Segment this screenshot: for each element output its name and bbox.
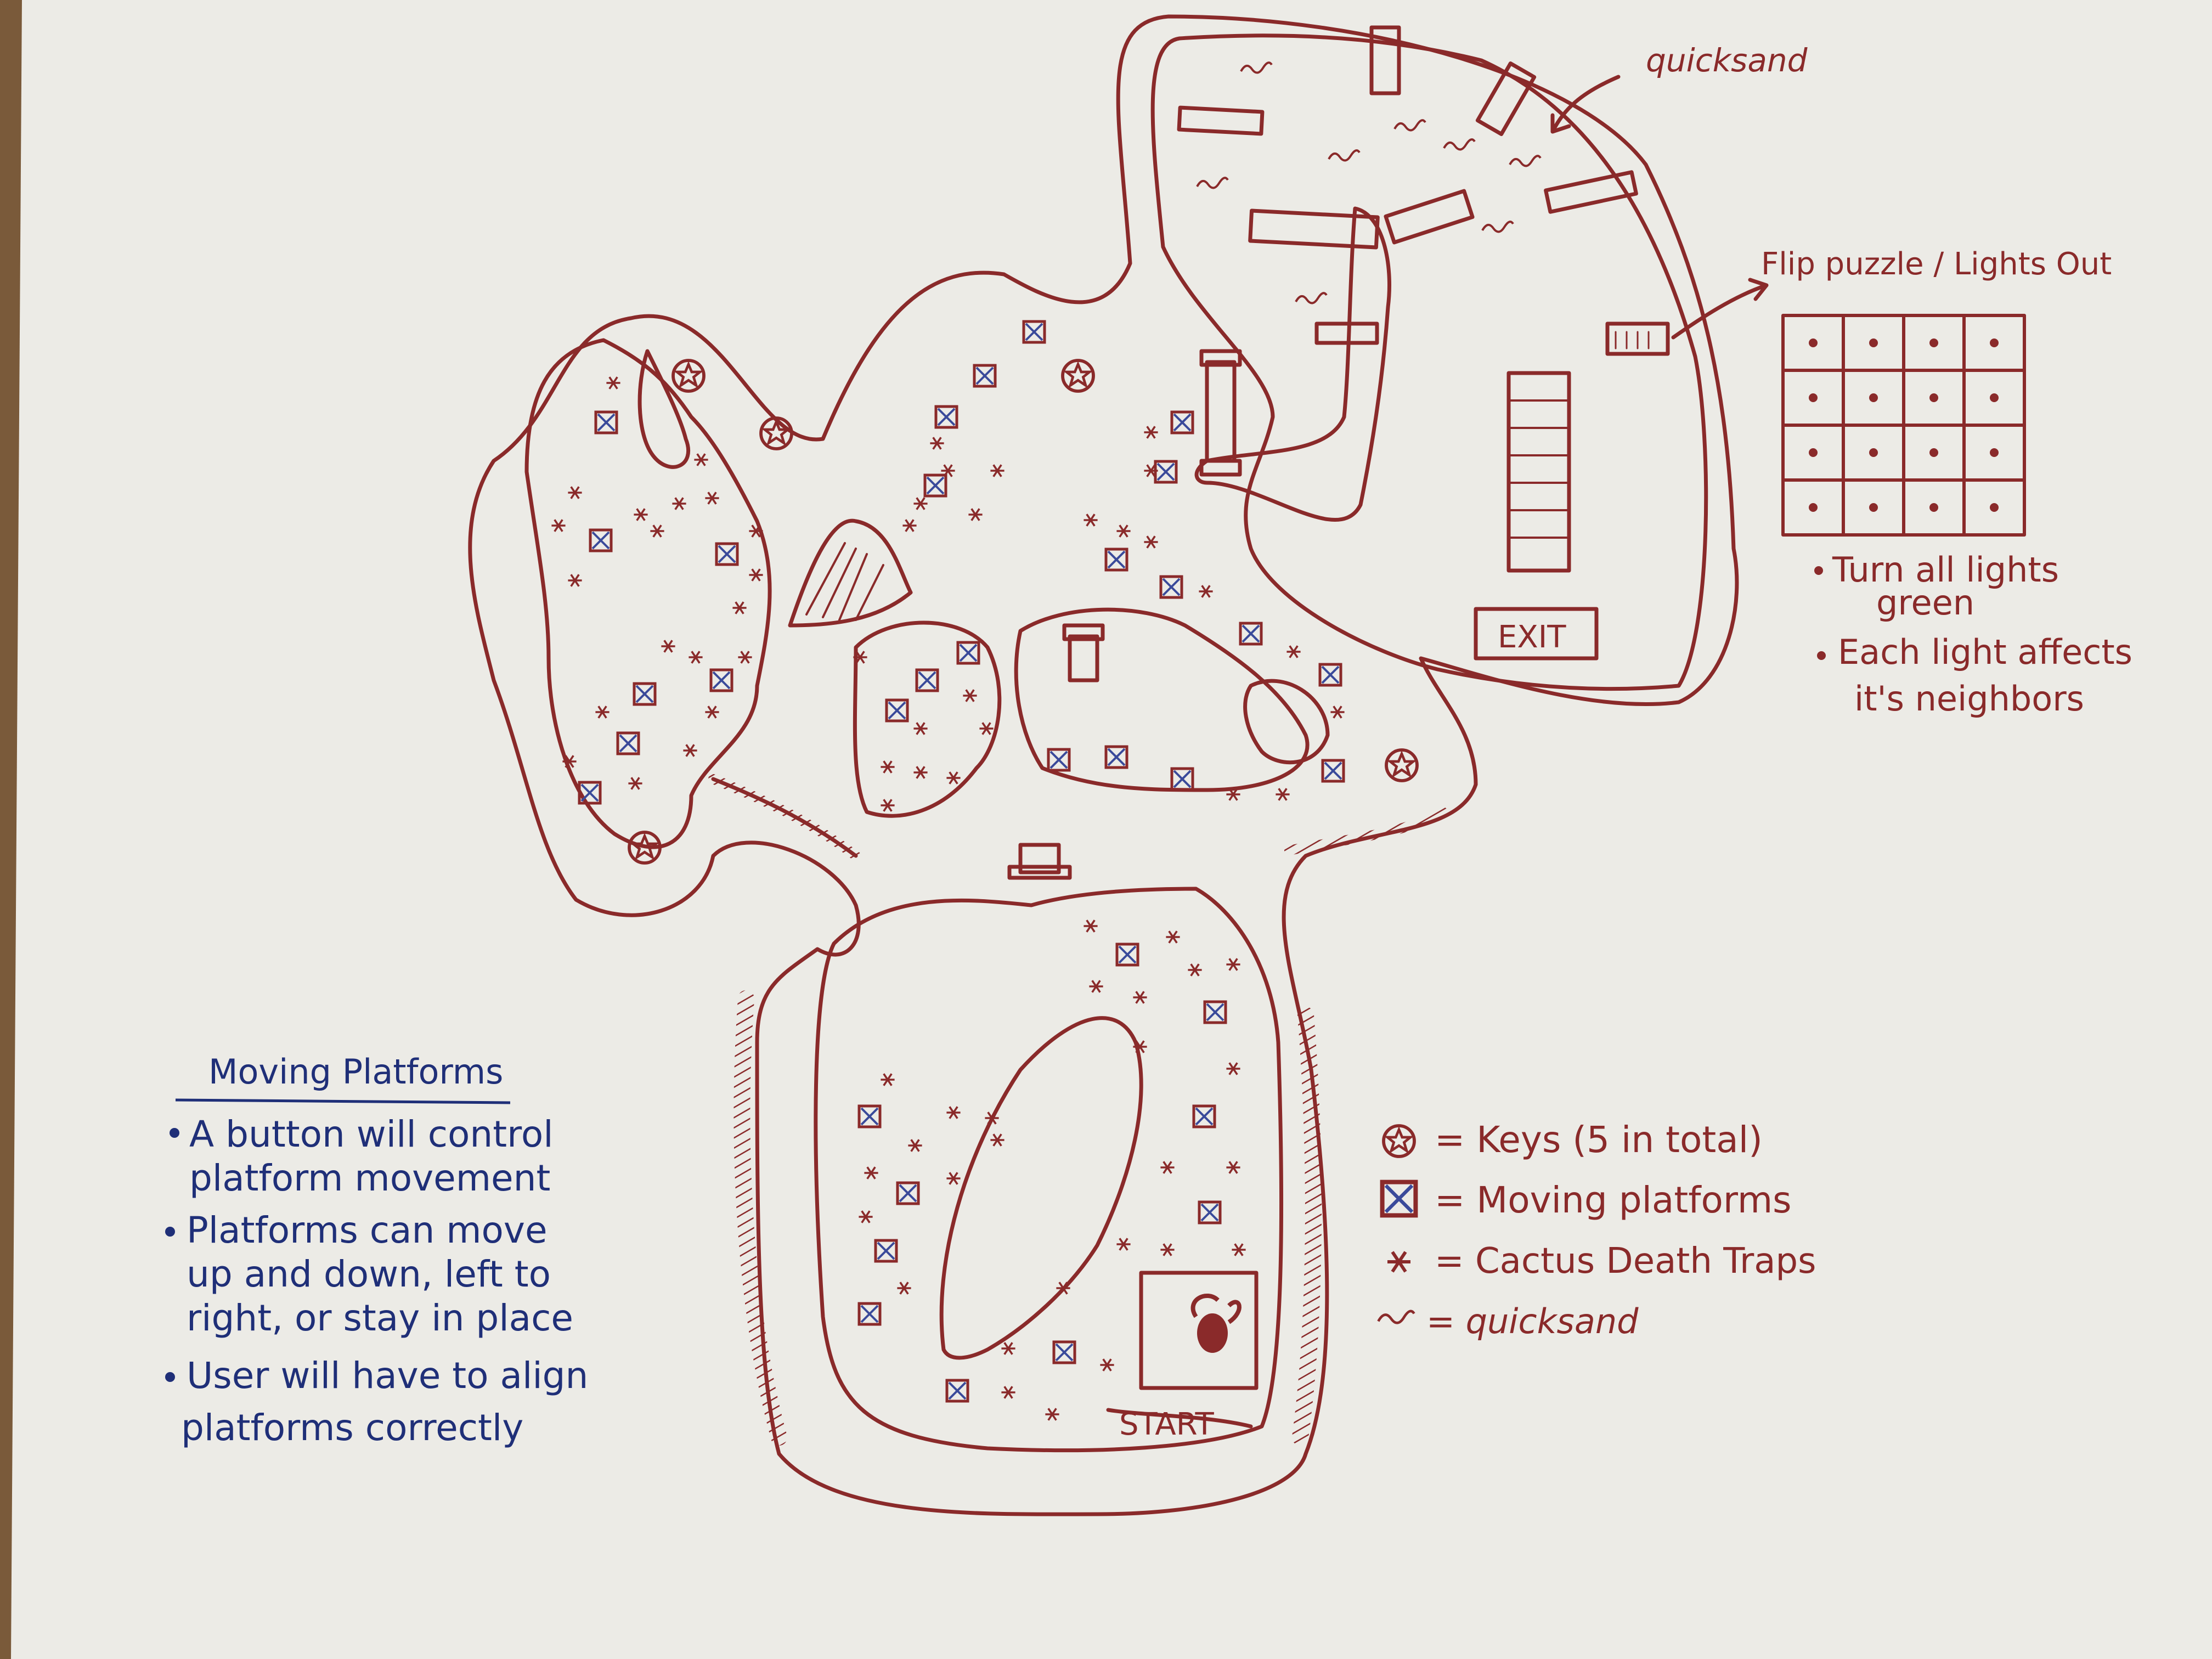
mp-note-7: platforms correctly [181,1407,523,1449]
moving-platforms-title: Moving Platforms [208,1052,503,1092]
pillar-icon-center [1062,623,1105,682]
top-room-inner-wall [1150,33,1708,691]
left-region-inlet [637,349,691,469]
left-region [524,338,772,849]
start-label: START [1119,1407,1215,1442]
switch-box-icon [1605,321,1670,356]
legend: = Keys (5 in total) = Moving platforms =… [1378,1119,1816,1341]
mp-note-4: up and down, left to [187,1253,551,1295]
mp-note-5: right, or stay in place [187,1297,573,1339]
legend-keys: = Keys (5 in total) [1435,1119,1763,1161]
legend-cactus: = Cactus Death Traps [1435,1241,1816,1282]
flip-note-2: green [1876,583,1974,623]
flip-note-1: Turn all lights [1832,550,2059,590]
mp-note-6: User will have to align [187,1355,588,1397]
start-room [1139,1271,1259,1390]
winding-path [1194,206,1391,522]
mountain-icon [788,518,913,628]
central-island [939,1016,1143,1360]
mp-note-2: platform movement [189,1157,550,1199]
legend-quicksand: = quicksand [1426,1301,1639,1341]
ladder [1506,371,1571,573]
middle-region [853,620,1002,818]
exit-label: EXIT [1498,619,1566,655]
mp-note-1: A button will control [189,1113,554,1155]
mp-note-3: Platforms can move [187,1209,548,1251]
exit-box [1474,607,1599,661]
arrow-to-switch [1671,278,1769,340]
flip-note-3: Each light affects [1838,632,2132,672]
pillar-icon-bottom [1007,843,1072,880]
pond [1243,679,1330,765]
arrow-to-quicksand [1550,75,1621,134]
paper-sheet [11,0,2212,1659]
lights-out-cells [1809,338,1999,512]
flip-puzzle-title: Flip puzzle / Lights Out [1761,246,2112,282]
right-middle-region [1014,607,1310,792]
pillar-icon [1199,349,1242,477]
quicksand-top-label: quicksand [1646,42,1808,79]
bottom-region [814,887,1284,1453]
scorpion-icon [1190,1293,1242,1353]
legend-platforms: = Moving platforms [1435,1179,1792,1221]
flip-note-4: it's neighbors [1854,679,2084,719]
